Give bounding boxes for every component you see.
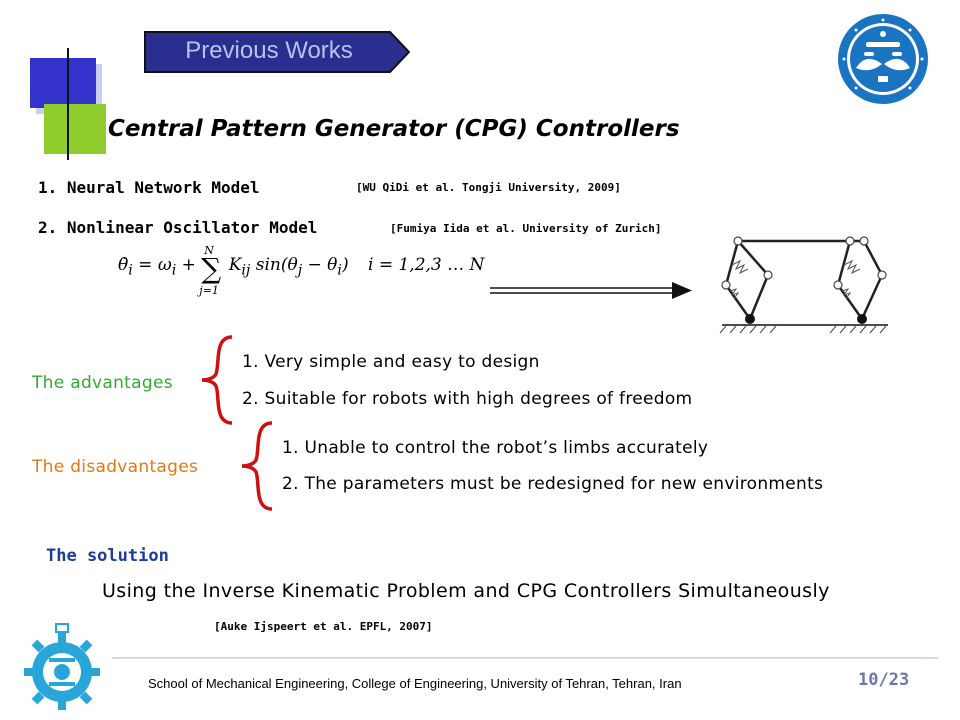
section-banner-label: Previous Works [185,37,353,64]
eq-close: ) [341,255,349,275]
footer-text: School of Mechanical Engineering, Colleg… [148,676,682,691]
footer-divider [112,657,938,659]
disadvantage-item-1: 1. Unable to control the robot’s limbs a… [282,438,709,458]
disadvantages-brace [241,421,273,511]
eq-equals-omega: = ω [132,255,172,275]
eq-omega-sub: i [171,262,177,279]
eq-sin: sin(θ [250,255,298,275]
decor-square-blue [30,58,96,108]
decor-square-green [44,104,106,154]
eq-sub-i: i [128,262,133,279]
eq-range: i = 1,2,3 … N [367,255,485,275]
eq-sigma: ∑ [201,251,222,285]
section-banner [144,31,410,73]
faculty-logo [24,623,100,710]
solution-text: Using the Inverse Kinematic Problem and … [102,580,830,602]
kuramoto-equation: θ̇i = ωi + N∑j=1 Kij sin(θj − θi) i = 1,… [118,244,485,297]
solution-heading: The solution [46,546,169,566]
double-arrow-icon [490,282,692,299]
decor-vertical-line [67,48,69,160]
citation-auke-ijspeert: [Auke Ijspeert et al. EPFL, 2007] [214,620,433,633]
model-item-nonlinear-oscillator: 2. Nonlinear Oscillator Model [38,218,318,237]
eq-sum-top: N [204,243,214,257]
advantages-brace [201,335,233,425]
page-number: 10/23 [858,670,910,690]
eq-k-sub: ij [241,262,251,279]
advantage-item-2: 2. Suitable for robots with high degrees… [242,389,693,409]
model-item-neural-network: 1. Neural Network Model [38,178,260,197]
eq-sub-j: j [297,262,303,279]
university-logo [838,14,928,104]
eq-plus: + [176,255,202,275]
eq-sum: N∑j=1 [199,244,223,297]
eq-sum-bottom: j=1 [199,283,219,297]
eq-minus-theta: − θ [302,255,338,275]
eq-k: K [228,255,242,275]
eq-sub-i-2: i [337,262,342,279]
citation-fumiya-iida: [Fumiya Iida et al. University of Zurich… [390,222,662,235]
advantage-item-1: 1. Very simple and easy to design [242,352,540,372]
citation-wu-qidi: [WU QiDi et al. Tongji University, 2009] [356,181,621,194]
disadvantages-label: The disadvantages [32,457,199,477]
disadvantage-item-2: 2. The parameters must be redesigned for… [282,474,824,494]
slide-title: Central Pattern Generator (CPG) Controll… [108,116,680,142]
quadruped-robot-diagram [719,236,888,334]
advantages-label: The advantages [32,373,173,393]
eq-theta-dot: θ̇ [118,255,129,275]
